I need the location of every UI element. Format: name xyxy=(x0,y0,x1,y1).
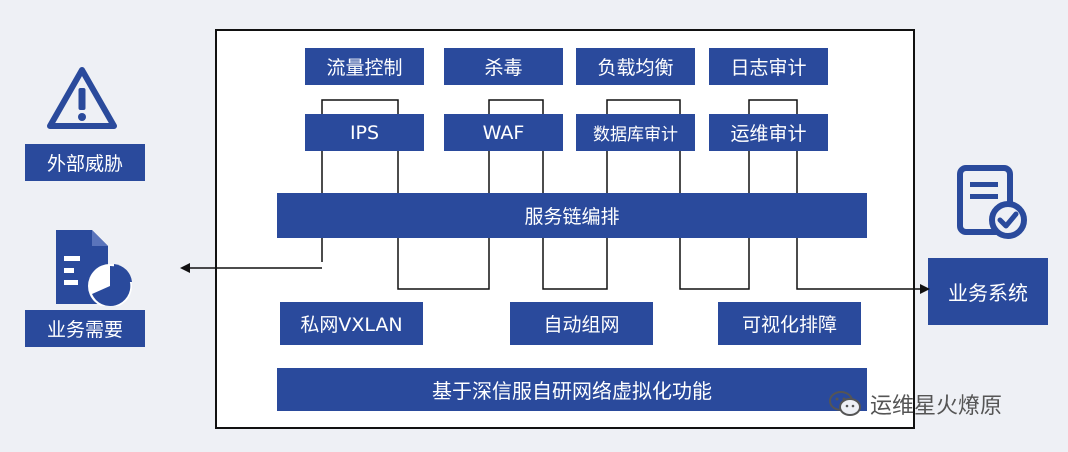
feature-auto-networking: 自动组网 xyxy=(510,302,653,345)
watermark: 运维星火燎原 xyxy=(828,388,1002,420)
service-chain-bar: 服务链编排 xyxy=(277,193,867,238)
feature-ips: IPS xyxy=(305,114,424,151)
document-check-icon xyxy=(957,165,1027,239)
wechat-icon xyxy=(829,391,861,416)
needs-label: 业务需要 xyxy=(25,310,145,347)
feature-log-audit: 日志审计 xyxy=(709,48,828,85)
feature-antivirus: 杀毒 xyxy=(444,48,563,85)
threat-label: 外部威胁 xyxy=(25,144,145,181)
feature-waf: WAF xyxy=(444,114,563,151)
document-chart-icon xyxy=(56,230,132,306)
feature-database-audit: 数据库审计 xyxy=(576,114,695,151)
feature-private-vxlan: 私网VXLAN xyxy=(280,302,423,345)
system-label: 业务系统 xyxy=(928,258,1048,325)
feature-load-balancing: 负载均衡 xyxy=(576,48,695,85)
feature-ops-audit: 运维审计 xyxy=(709,114,828,151)
feature-traffic-control: 流量控制 xyxy=(305,48,424,85)
warning-triangle-icon xyxy=(47,67,117,129)
virtualization-base-bar: 基于深信服自研网络虚拟化功能 xyxy=(277,368,867,411)
feature-visual-troubleshooting: 可视化排障 xyxy=(718,302,861,345)
watermark-text: 运维星火燎原 xyxy=(870,394,1003,419)
